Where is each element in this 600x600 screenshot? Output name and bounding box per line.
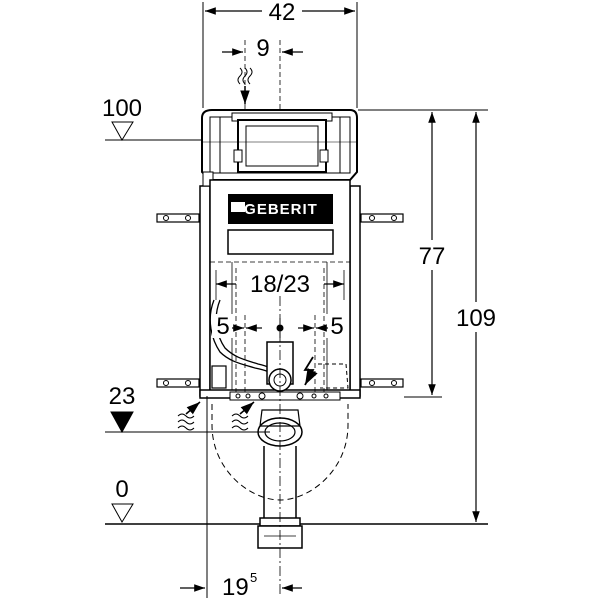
dimension-pipe-spacing: 18/23 [215, 268, 345, 400]
dimension-19-label: 19 [222, 574, 249, 600]
level-23-label: 23 [109, 383, 136, 410]
level-0-label: 0 [115, 476, 128, 503]
brand-logo: GEBERIT [244, 201, 318, 218]
dimension-19-superscript: 5 [250, 570, 257, 585]
dimension-77-label: 77 [419, 243, 446, 270]
dimension-overall-width: 42 [202, 0, 358, 108]
wall-bracket-left-top [156, 213, 200, 223]
level-100-label: 100 [102, 95, 142, 122]
dimension-height-109: 109 [448, 112, 504, 522]
dimension-18-23-label: 18/23 [250, 271, 310, 298]
level-marker-0: 0 [111, 476, 134, 523]
electrical-connection-icon [303, 356, 318, 386]
dimension-42-label: 42 [269, 0, 296, 26]
wall-bracket-right-top [360, 213, 404, 223]
wall-bracket-left-bottom [156, 378, 200, 388]
wall-bracket-right-bottom [360, 378, 404, 388]
level-marker-23: 23 [105, 383, 270, 434]
cistern-top [201, 109, 358, 181]
dimension-bottom-offset: 19 5 [180, 396, 302, 600]
dimension-side-offsets: 5 5 [212, 313, 348, 400]
dimension-height-77: 77 [410, 112, 454, 395]
mounting-rail [229, 391, 341, 401]
flush-symbol-icon [237, 67, 253, 104]
water-inlet-left-icon [177, 401, 201, 431]
water-inlet-center-icon [231, 401, 255, 431]
dimension-109-label: 109 [456, 305, 496, 332]
dimension-9-label: 9 [256, 35, 269, 62]
dimension-5-right-label: 5 [330, 313, 343, 340]
dimension-5-left-label: 5 [216, 313, 229, 340]
level-marker-100: 100 [102, 95, 210, 141]
